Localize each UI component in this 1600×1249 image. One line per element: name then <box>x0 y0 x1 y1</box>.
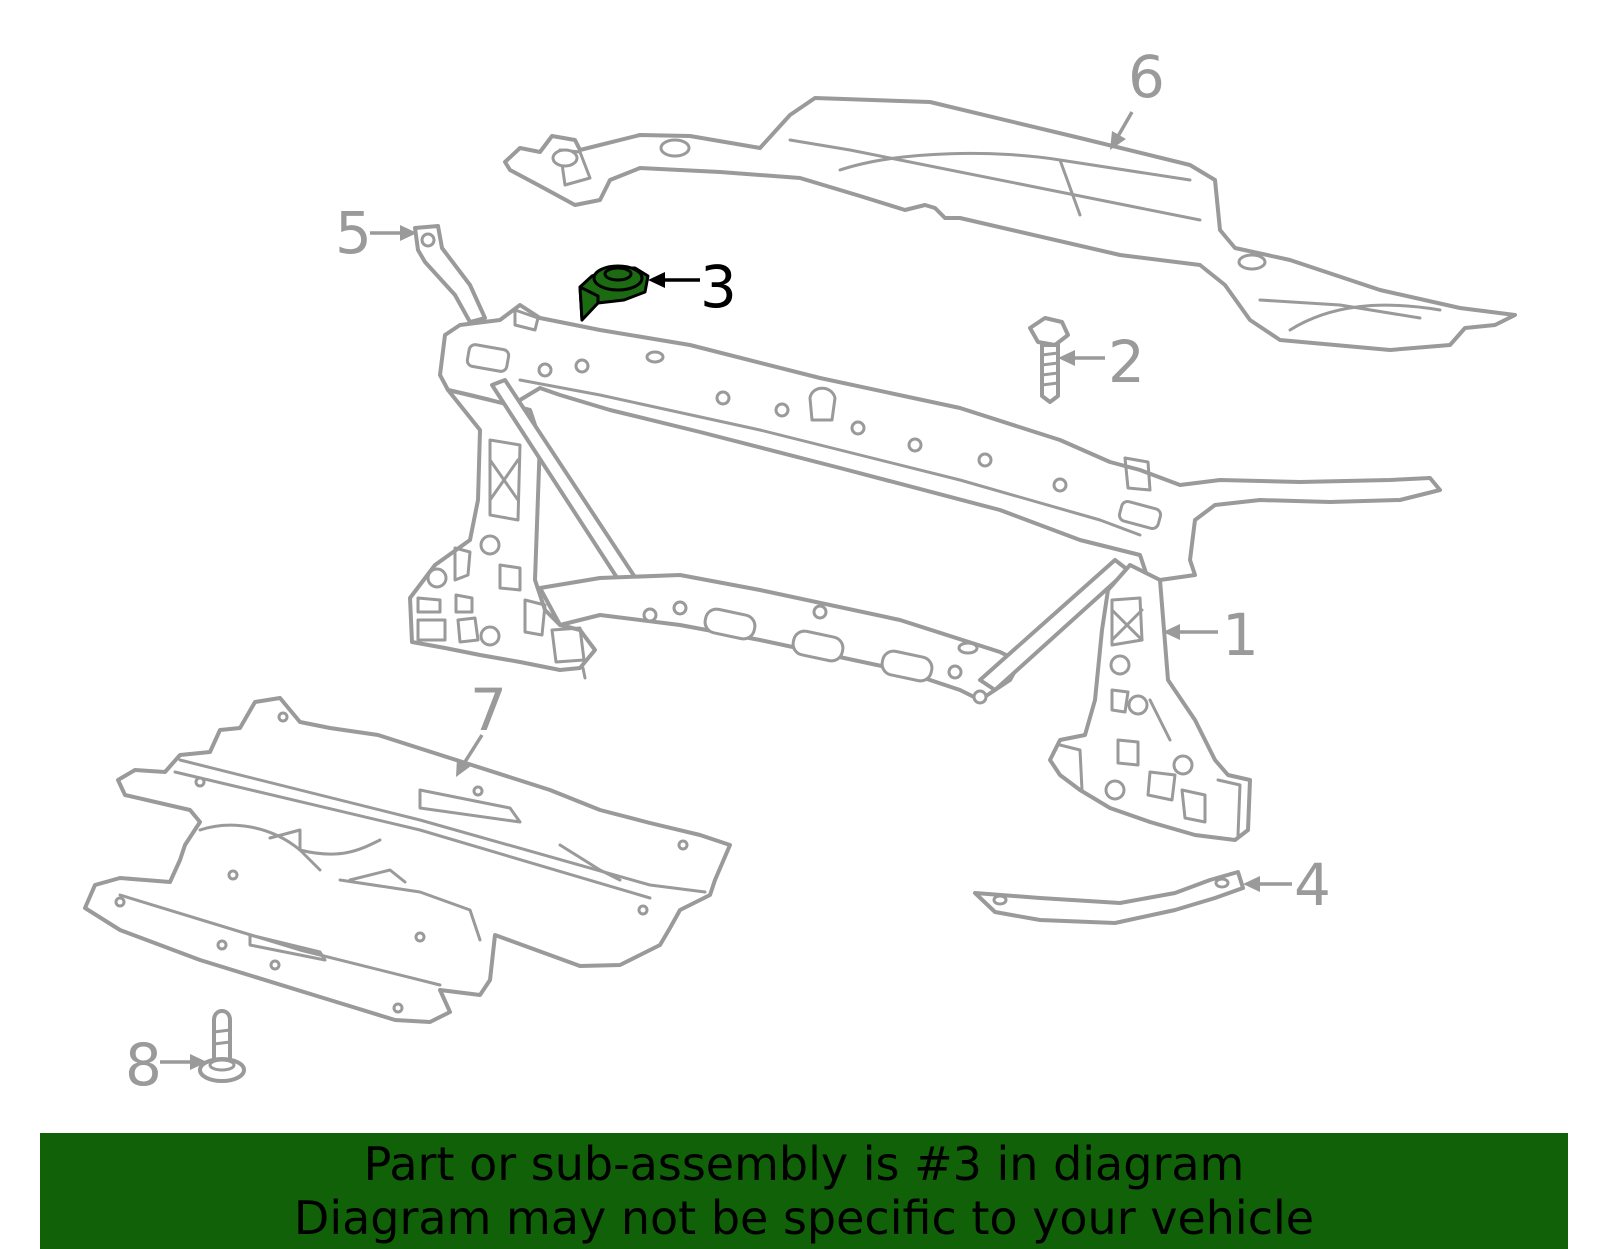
callout-leaders <box>160 111 1292 1070</box>
callout-8: 8 <box>125 1031 162 1099</box>
part-5-bracket <box>413 224 487 324</box>
part-8-push-pin <box>198 1009 246 1083</box>
banner-line-disclaimer: Diagram may not be specific to your vehi… <box>293 1191 1315 1245</box>
info-banner: Part or sub-assembly is #3 in diagram Di… <box>40 1133 1568 1249</box>
banner-line-part: Part or sub-assembly is #3 in diagram <box>363 1137 1245 1191</box>
callout-5: 5 <box>335 199 372 267</box>
part-2-bolt <box>1028 316 1070 404</box>
part-6-upper-shield <box>503 96 1517 352</box>
part-4-lower-bracket <box>973 870 1245 925</box>
callout-2: 2 <box>1108 328 1145 396</box>
callout-1: 1 <box>1222 601 1259 669</box>
callout-3: 3 <box>700 253 737 321</box>
part-7-splash-shield <box>83 696 732 1024</box>
callout-4: 4 <box>1294 851 1331 919</box>
callout-6: 6 <box>1128 43 1165 111</box>
part-1-radiator-support <box>408 303 1442 842</box>
callout-7: 7 <box>470 676 507 744</box>
part-3-insulator-highlighted <box>578 264 650 322</box>
